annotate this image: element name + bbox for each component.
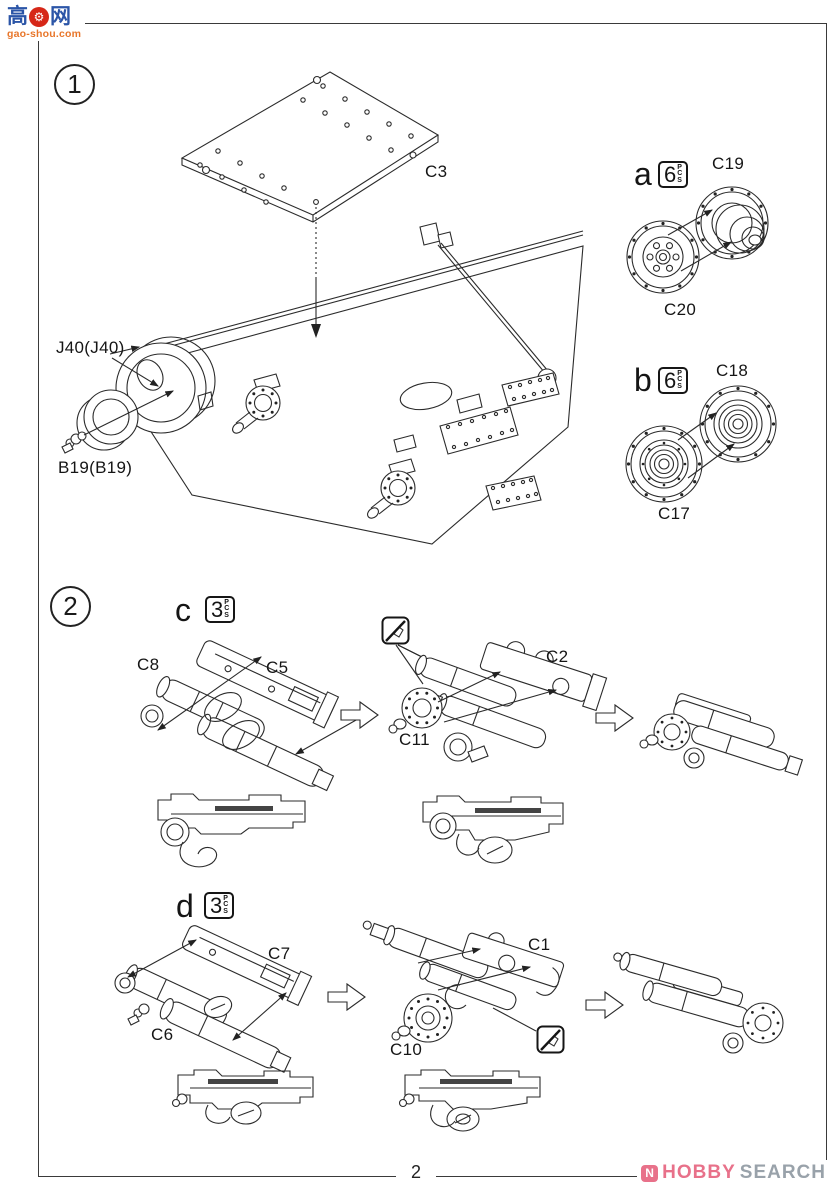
substep-c-letter: c — [175, 592, 191, 628]
no-glue-icon — [381, 616, 410, 645]
hull-drawing — [61, 222, 584, 545]
part-label-j40: J40(J40) — [56, 338, 125, 357]
part-label-c20: C20 — [664, 300, 697, 319]
row-c-completed-assembly — [639, 693, 804, 776]
part-label-c7: C7 — [268, 944, 291, 963]
hobbysearch-word2: SEARCH — [739, 1162, 826, 1183]
gaoshou-url: gao-shou.com — [7, 28, 82, 40]
row-c-side-profile-left — [157, 793, 306, 868]
substep-a-qty: 6 — [664, 161, 677, 187]
row-c-assembly-drawing — [140, 640, 804, 868]
assembly-arrow-down — [311, 207, 321, 338]
step-2-digit: 2 — [63, 591, 78, 621]
row-d-middle-assembly — [362, 920, 565, 1043]
part-label-c6: C6 — [151, 1025, 174, 1044]
next-arrow — [340, 700, 379, 730]
row-d-left-assembly — [114, 925, 313, 1073]
part-label-c1: C1 — [528, 935, 551, 954]
part-label-b19: B19(B19) — [58, 458, 133, 477]
hobbysearch-word1: HOBBY — [662, 1162, 736, 1183]
part-label-c11: C11 — [399, 730, 430, 749]
wheel-pair-b-drawing — [625, 385, 777, 503]
gear-logo-icon: ⚙ — [29, 6, 49, 27]
no-glue-icon — [536, 1025, 565, 1054]
page-number: 2 — [396, 1162, 436, 1183]
plate-c3 — [180, 71, 440, 223]
substep-b-qty-unit: PCS — [677, 369, 683, 390]
step1-chassis-drawing — [61, 71, 584, 545]
next-arrow — [585, 990, 624, 1020]
step-1-number: 1 — [54, 64, 95, 105]
substep-c-qty-box: 3 PCS — [205, 596, 236, 623]
wheel-pair-a-drawing — [626, 186, 769, 294]
next-arrow — [595, 703, 634, 733]
substep-c-qty-unit: PCS — [224, 598, 230, 619]
substep-d-qty: 3 — [210, 892, 223, 918]
gaoshou-char-left: 高 — [7, 5, 28, 28]
part-label-c19: C19 — [712, 154, 745, 173]
row-d-side-profile-left — [171, 1069, 314, 1125]
row-c-left-assembly — [140, 640, 366, 792]
substep-d-letter: d — [176, 888, 194, 924]
part-label-c17: C17 — [658, 504, 691, 523]
substep-d-qty-box: 3 PCS — [204, 892, 235, 919]
row-d-side-profile-middle — [398, 1069, 541, 1132]
row-d-completed-assembly — [613, 951, 784, 1054]
gaoshou-char-right: 网 — [50, 5, 71, 28]
substep-c-qty: 3 — [211, 596, 224, 622]
row-d-assembly-drawing — [114, 920, 784, 1132]
hobbysearch-watermark: N HOBBY SEARCH — [637, 1160, 830, 1186]
gaoshou-watermark: 高 ⚙ 网 gao-shou.com — [3, 5, 86, 41]
step-2-number: 2 — [50, 586, 91, 627]
part-label-c10: C10 — [390, 1040, 423, 1059]
part-label-c8: C8 — [137, 655, 160, 674]
step-1-digit: 1 — [67, 69, 82, 99]
substep-a-letter: a — [634, 156, 652, 192]
substep-d-qty-unit: PCS — [223, 894, 229, 915]
substep-a-qty-box: 6 PCS — [658, 161, 689, 188]
substep-a-qty-unit: PCS — [677, 163, 683, 184]
part-label-c3: C3 — [425, 162, 448, 181]
part-label-c18: C18 — [716, 361, 749, 380]
row-c-middle-assembly — [388, 641, 608, 763]
substep-b-qty-box: 6 PCS — [658, 367, 689, 394]
next-arrow — [327, 982, 366, 1012]
part-label-c5: C5 — [266, 658, 289, 677]
substep-b-letter: b — [634, 362, 652, 398]
row-c-side-profile-middle — [422, 795, 564, 864]
hobbysearch-logo-icon: N — [641, 1164, 659, 1182]
part-label-c2: C2 — [546, 647, 569, 666]
substep-b-qty: 6 — [664, 367, 677, 393]
